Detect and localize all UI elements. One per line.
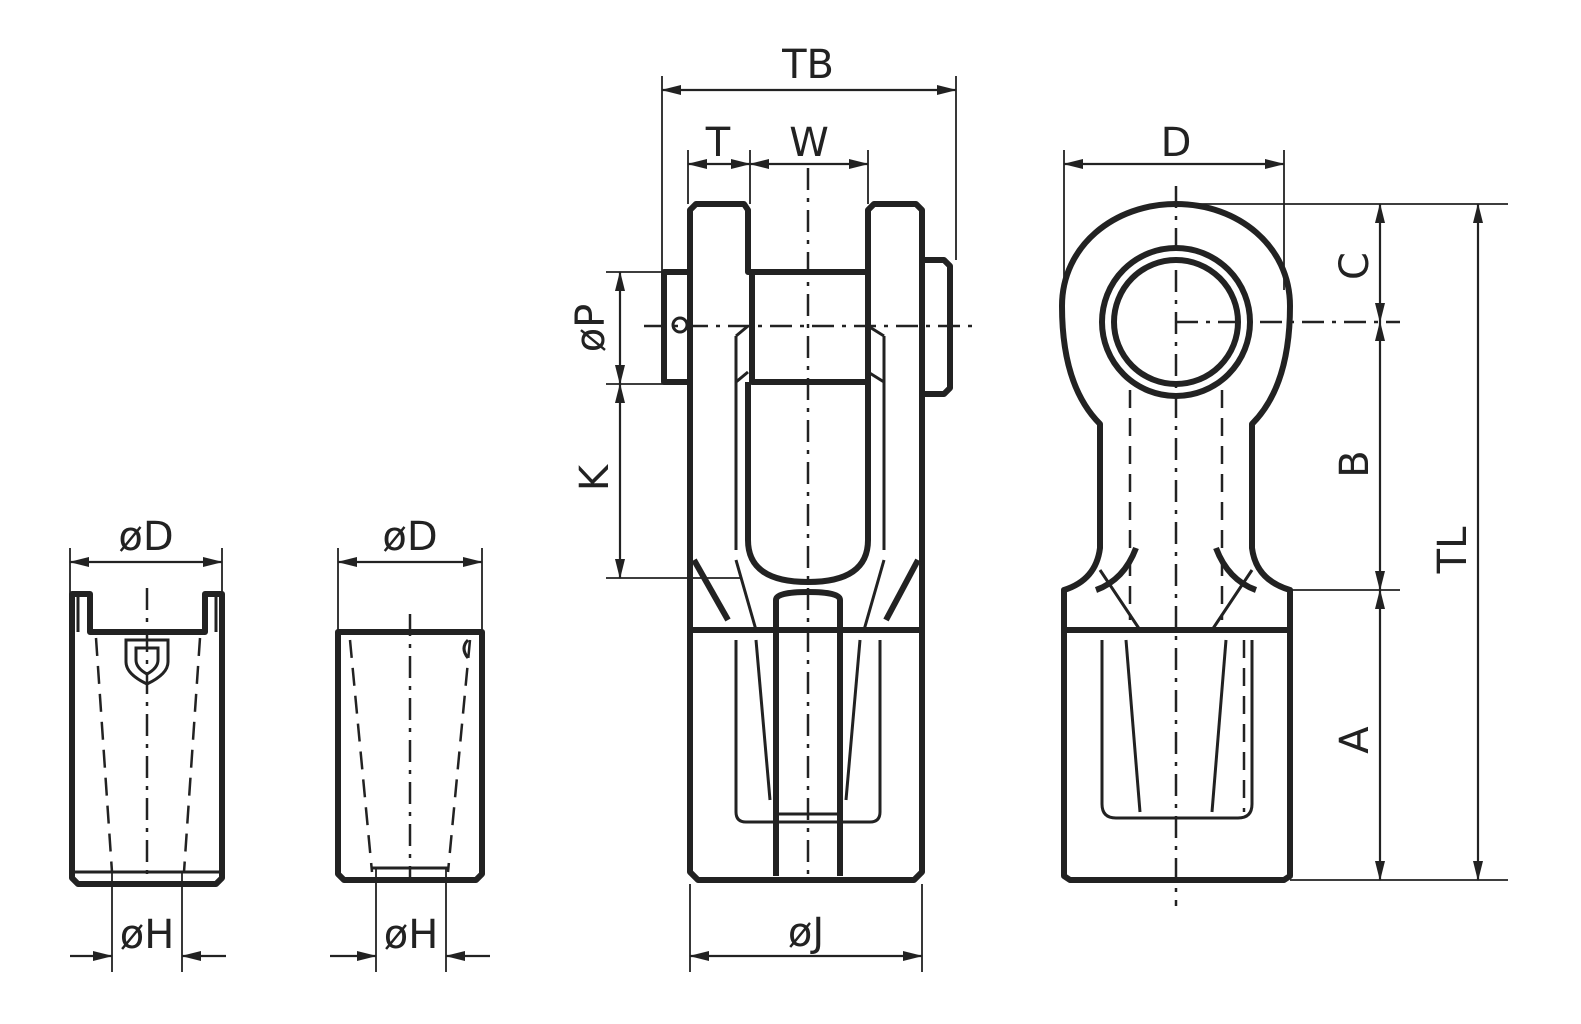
socket-a-dim-h: øH	[70, 872, 226, 972]
socket-a-view	[69, 588, 225, 887]
w-label: W	[789, 120, 829, 166]
dia-j-label: øJ	[788, 910, 824, 956]
socket-b-dim-d: øD	[337, 514, 483, 630]
b-label: B	[1332, 450, 1378, 477]
eye-dim-c-b-a: C B A	[1176, 203, 1508, 881]
d-label: D	[1161, 120, 1192, 166]
clevis-dim-k: K	[572, 383, 740, 579]
a-label: A	[1332, 726, 1378, 754]
eye-dim-d: D	[1063, 120, 1285, 290]
socket-b-view	[335, 614, 485, 883]
socket-b-dim-h: øH	[330, 868, 490, 972]
t-label: T	[705, 120, 731, 166]
socket-b-dia-d-label: øD	[382, 514, 437, 560]
dia-p-label: øP	[568, 304, 614, 353]
socket-a-dia-d-label: øD	[118, 514, 173, 560]
clevis-dim-j: øJ	[689, 884, 923, 972]
clevis-socket-view	[644, 168, 972, 883]
tl-label: TL	[1430, 526, 1476, 574]
k-label: K	[572, 463, 618, 491]
eye-socket-view	[1059, 186, 1400, 906]
clevis-dim-p: øP	[568, 271, 664, 385]
clevis-dim-t-w: T W	[687, 120, 869, 204]
socket-a-dia-h-label: øH	[120, 912, 175, 958]
socket-a-dim-d: øD	[69, 514, 223, 600]
clevis-dim-tb: TB	[661, 42, 957, 272]
tb-label: TB	[781, 42, 834, 88]
socket-b-dia-h-label: øH	[384, 912, 439, 958]
eye-dim-tl: TL	[1430, 203, 1483, 881]
c-label: C	[1332, 252, 1378, 280]
